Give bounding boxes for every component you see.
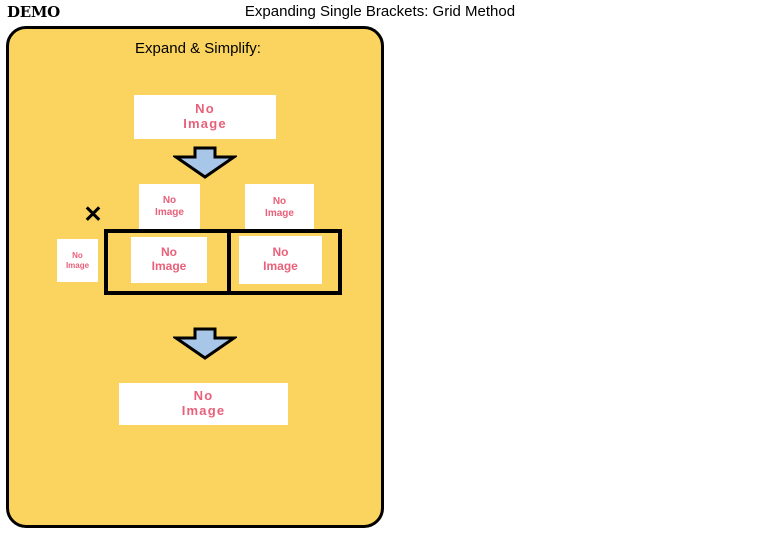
arrow-down-icon-top [171, 146, 239, 180]
multiplication-grid [104, 229, 342, 295]
grid-cell-1-image-placeholder: No Image [131, 237, 207, 283]
grid-cell-2-image-placeholder: No Image [239, 236, 322, 284]
question-image-placeholder: No Image [134, 95, 276, 139]
column-header-2-image-placeholder: No Image [245, 184, 314, 231]
content-panel: Expand & Simplify: No Image ✕ No Image N… [6, 26, 384, 528]
multiply-symbol: ✕ [83, 201, 103, 227]
slide-title: Expanding Single Brackets: Grid Method [244, 3, 516, 20]
panel-heading: Expand & Simplify: [135, 40, 261, 57]
answer-image-placeholder: No Image [119, 383, 288, 425]
grid-column-divider [227, 233, 231, 291]
multiplier-image-placeholder: No Image [57, 239, 98, 282]
column-header-1-image-placeholder: No Image [139, 184, 200, 229]
arrow-down-icon-bottom [171, 327, 239, 361]
demo-badge: DEMO [7, 3, 60, 21]
